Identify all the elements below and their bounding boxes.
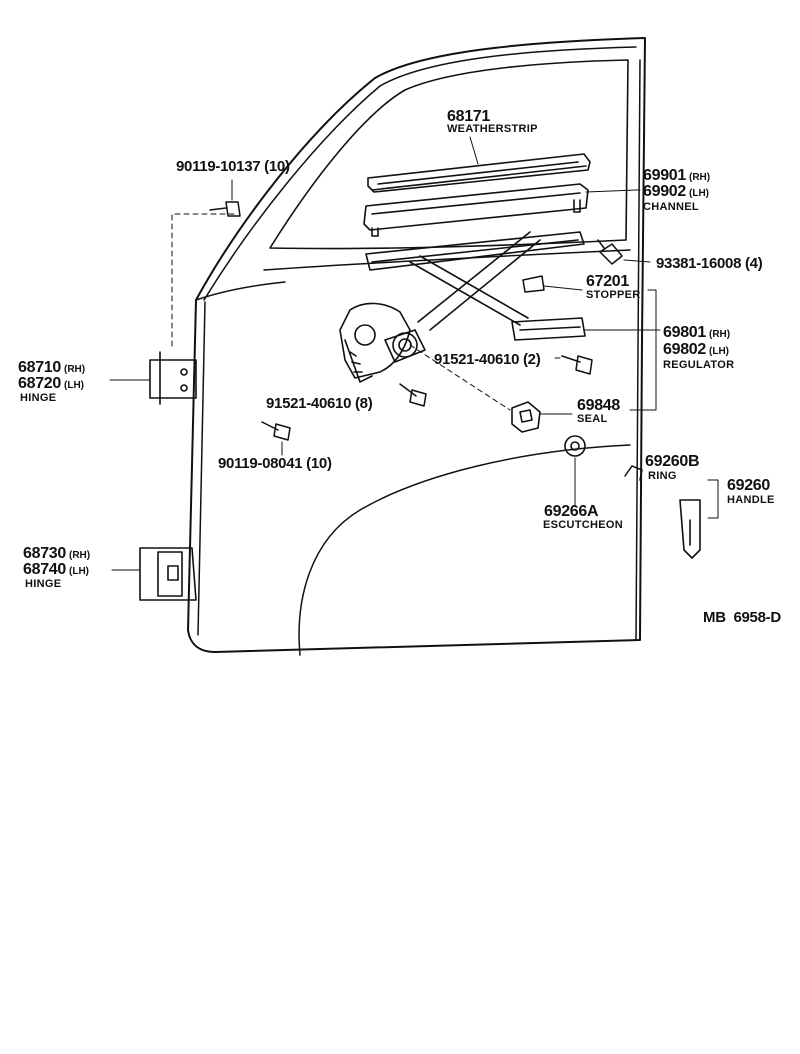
stopper-part <box>522 275 545 293</box>
channel-part <box>363 183 589 237</box>
bolt-upper-number: 90119-10137 (10) <box>176 158 290 175</box>
bolt-channel-part <box>597 239 623 265</box>
leader-stopper <box>543 285 583 291</box>
handle-name: HANDLE <box>727 494 775 506</box>
ring-name: RING <box>648 470 677 482</box>
bolt-regulator-part <box>561 355 593 375</box>
channel-lh-tag: (LH) <box>689 188 709 199</box>
seal-guide-dashed <box>409 344 511 411</box>
hinge-lower-rh-tag: (RH) <box>69 550 91 561</box>
channel-lh-row: 69902(LH) <box>643 184 709 200</box>
stopper-name: STOPPER <box>586 289 641 301</box>
channel-name: CHANNEL <box>643 201 699 213</box>
seal-part <box>511 401 541 433</box>
bracket-regulator-seal <box>629 289 657 411</box>
door-outline <box>187 37 646 656</box>
channel-lh-number: 69902 <box>643 183 686 200</box>
channel-rh-tag: (RH) <box>689 172 711 183</box>
bolt-upper-part <box>209 201 241 217</box>
hinge-upper-rh-row: 68710(RH) <box>18 360 85 376</box>
bolt-regulator-number: 91521-40610 (2) <box>434 351 541 368</box>
hinge-lower-lh-tag: (LH) <box>69 566 89 577</box>
regulator-part <box>339 231 586 383</box>
escutcheon-part <box>564 435 586 457</box>
regulator-name: REGULATOR <box>663 359 735 371</box>
ring-part <box>624 465 643 481</box>
channel-rh-number: 69901 <box>643 167 686 184</box>
hinge-lower-lh-row: 68740(LH) <box>23 562 89 578</box>
hinge-upper-part <box>149 351 197 405</box>
hinge-lower-part <box>139 547 197 601</box>
leader-bolt-channel <box>623 259 651 263</box>
hinge-upper-rh-number: 68710 <box>18 359 61 376</box>
hinge-upper-rh-tag: (RH) <box>64 364 86 375</box>
bolt-hinge-part <box>261 421 291 441</box>
handle-part <box>679 499 701 559</box>
regulator-rh-tag: (RH) <box>709 329 731 340</box>
weatherstrip-part <box>367 153 591 193</box>
bolt-channel-number: 93381-16008 (4) <box>656 255 763 272</box>
hinge-upper-lh-number: 68720 <box>18 375 61 392</box>
regulator-rh-row: 69801(RH) <box>663 325 730 341</box>
seal-number: 69848 <box>577 397 620 414</box>
regulator-lh-row: 69802(LH) <box>663 342 729 358</box>
hinge-lower-name: HINGE <box>25 578 62 590</box>
bolt-regulator-8-number: 91521-40610 (8) <box>266 395 373 412</box>
regulator-rh-number: 69801 <box>663 324 706 341</box>
regulator-lh-tag: (LH) <box>709 346 729 357</box>
escutcheon-name: ESCUTCHEON <box>543 519 624 531</box>
diagram-code: MB 6958-D <box>703 609 781 626</box>
ring-number: 69260B <box>645 453 700 470</box>
bracket-handle <box>707 479 719 519</box>
hinge-upper-guide-dashed <box>171 213 235 351</box>
weatherstrip-name: WEATHERSTRIP <box>447 123 538 135</box>
leader-weatherstrip <box>469 136 479 165</box>
leader-channel <box>585 189 637 193</box>
hinge-lower-rh-row: 68730(RH) <box>23 546 90 562</box>
bolt-hinge-number: 90119-08041 (10) <box>218 455 332 472</box>
hinge-lower-lh-number: 68740 <box>23 561 66 578</box>
hinge-upper-lh-row: 68720(LH) <box>18 376 84 392</box>
hinge-lower-rh-number: 68730 <box>23 545 66 562</box>
channel-rh-row: 69901(RH) <box>643 168 710 184</box>
stopper-number: 67201 <box>586 273 629 290</box>
regulator-lh-number: 69802 <box>663 341 706 358</box>
hinge-upper-name: HINGE <box>20 392 57 404</box>
weatherstrip-number: 68171 <box>447 108 490 125</box>
seal-name: SEAL <box>577 413 608 425</box>
hinge-upper-lh-tag: (LH) <box>64 380 84 391</box>
bolt-regulator-8-part <box>399 383 427 407</box>
handle-number: 69260 <box>727 477 770 494</box>
escutcheon-number: 69266A <box>544 503 599 520</box>
